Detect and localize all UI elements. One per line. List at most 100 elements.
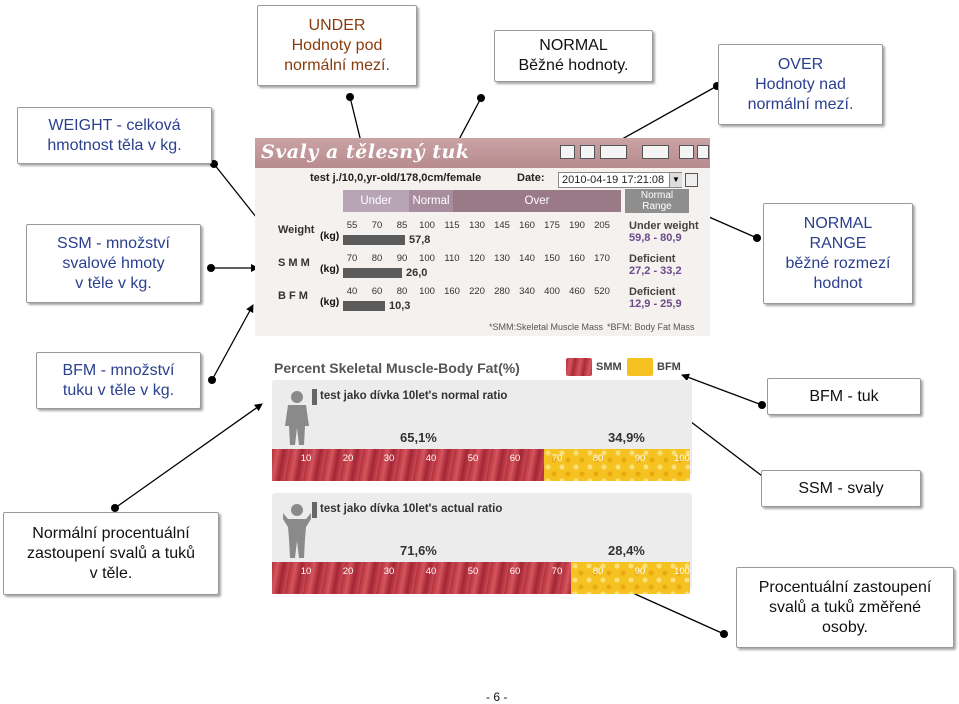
callout-actual-ratio: Procentuální zastoupení svalů a tuků změ… xyxy=(736,567,954,648)
percent-tick: 40 xyxy=(425,453,437,464)
percent-tick: 100 xyxy=(674,566,690,577)
bar-value: 57,8 xyxy=(409,234,431,246)
smm-segment xyxy=(272,562,571,594)
row-unit: (kg) xyxy=(320,230,340,242)
scale-tick: 150 xyxy=(544,253,560,264)
percent-tick: 80 xyxy=(592,453,604,464)
percent-tick: 30 xyxy=(383,453,395,464)
scale-tick: 115 xyxy=(444,220,460,231)
arrow-bfm-tuk xyxy=(681,373,763,406)
scale-tick: 130 xyxy=(469,220,485,231)
scale-tick: 80 xyxy=(371,253,383,264)
scale-tick: 520 xyxy=(594,286,610,297)
percent-tick: 50 xyxy=(467,453,479,464)
ratio-marker xyxy=(312,502,317,518)
scale-tick: 85 xyxy=(396,220,408,231)
row-unit: (kg) xyxy=(320,296,340,308)
bar-value: 26,0 xyxy=(406,267,428,279)
footnote-bfm: *BFM: Body Fat Mass xyxy=(607,322,695,332)
percent-tick: 50 xyxy=(467,566,479,577)
callout-normal-ratio: Normální procentuální zastoupení svalů a… xyxy=(3,512,219,595)
percent-tick: 40 xyxy=(425,566,437,577)
scale-tick: 460 xyxy=(569,286,585,297)
bar-fill xyxy=(343,301,385,311)
side-status: Deficient xyxy=(629,253,676,265)
scale-tick: 100 xyxy=(419,253,435,264)
scale-tick: 70 xyxy=(371,220,383,231)
arrow-bfm xyxy=(211,304,254,381)
percent-tick: 100 xyxy=(674,453,690,464)
scale-tick: 55 xyxy=(346,220,358,231)
scale-tick: 220 xyxy=(469,286,485,297)
range-over: Over xyxy=(453,190,621,212)
ratio-label: test jako dívka 10let's normal ratio xyxy=(320,390,508,402)
scale-tick: 130 xyxy=(494,253,510,264)
bar-fill xyxy=(343,268,402,278)
percent-tick: 10 xyxy=(300,566,312,577)
legend-smm-swatch xyxy=(566,358,592,376)
side-status: Deficient xyxy=(629,286,676,298)
scale-tick: 60 xyxy=(371,286,383,297)
trash-icon[interactable] xyxy=(685,173,698,187)
smm-segment xyxy=(272,449,544,481)
callout-ssm-svaly: SSM - svaly xyxy=(761,470,921,507)
percent-tick: 70 xyxy=(551,566,563,577)
percent-tick: 20 xyxy=(342,453,354,464)
scale-tick: 100 xyxy=(419,220,435,231)
scale-tick: 400 xyxy=(544,286,560,297)
scale-tick: 280 xyxy=(494,286,510,297)
scale-tick: 70 xyxy=(346,253,358,264)
chevron-down-icon[interactable]: ▼ xyxy=(669,173,682,187)
percent-tick: 80 xyxy=(592,566,604,577)
percent-tick: 10 xyxy=(300,453,312,464)
scale-tick: 160 xyxy=(569,253,585,264)
percent-tick: 90 xyxy=(634,566,646,577)
bfm-segment xyxy=(571,562,690,594)
smm-percent: 65,1% xyxy=(400,430,437,445)
compare-icon[interactable] xyxy=(642,145,669,159)
document-icon[interactable] xyxy=(679,145,694,159)
copy-icon[interactable] xyxy=(580,145,595,159)
person-icon xyxy=(283,504,311,558)
callout-under: UNDER Hodnoty pod normální mezí. xyxy=(257,5,417,86)
legend-bfm-swatch xyxy=(627,358,653,376)
callout-over: OVER Hodnoty nad normální mezí. xyxy=(718,44,883,125)
normal-range-header: Normal Range xyxy=(625,189,689,213)
footnote-smm: *SMM:Skeletal Muscle Mass xyxy=(489,322,604,332)
callout-normal: NORMAL Běžné hodnoty. xyxy=(494,30,653,82)
bar-track xyxy=(343,235,623,245)
row-label: B F M xyxy=(278,290,308,302)
callout-bfm: BFM - množství tuku v těle v kg. xyxy=(36,352,201,409)
scale-tick: 100 xyxy=(419,286,435,297)
date-select[interactable]: 2010-04-19 17:21:08 xyxy=(558,172,682,188)
row-unit: (kg) xyxy=(320,263,340,275)
percent-tick: 20 xyxy=(342,566,354,577)
printer-icon[interactable] xyxy=(697,145,709,159)
ratio-marker xyxy=(312,389,317,405)
page-number: - 6 - xyxy=(486,690,508,704)
export-icon[interactable] xyxy=(600,145,627,159)
ratio-label: test jako dívka 10let's actual ratio xyxy=(320,503,503,515)
scale-tick: 90 xyxy=(396,253,408,264)
callout-weight: WEIGHT - celková hmotnost těla v kg. xyxy=(17,107,212,164)
side-range: 12,9 - 25,9 xyxy=(629,298,682,310)
scale-tick: 140 xyxy=(519,253,535,264)
callout-bfm-tuk: BFM - tuk xyxy=(767,378,921,415)
panel-title-bar: Svaly a tělesný tuk xyxy=(255,138,710,168)
scale-tick: 205 xyxy=(594,220,610,231)
scale-tick: 40 xyxy=(346,286,358,297)
scale-tick: 160 xyxy=(519,220,535,231)
percent-tick: 30 xyxy=(383,566,395,577)
scale-tick: 110 xyxy=(444,253,460,264)
muscle-fat-panel: Svaly a tělesný tuk test j./10,0,yr-old/… xyxy=(255,138,710,336)
callout-normal-range: NORMAL RANGE běžné rozmezí hodnot xyxy=(763,203,913,304)
percent-title: Percent Skeletal Muscle-Body Fat(%) xyxy=(274,360,520,376)
range-normal: Normal xyxy=(409,190,453,212)
print-icon[interactable] xyxy=(560,145,575,159)
bar-fill xyxy=(343,235,405,245)
subject-info: test j./10,0,yr-old/178,0cm/female xyxy=(310,172,482,184)
scale-tick: 190 xyxy=(569,220,585,231)
